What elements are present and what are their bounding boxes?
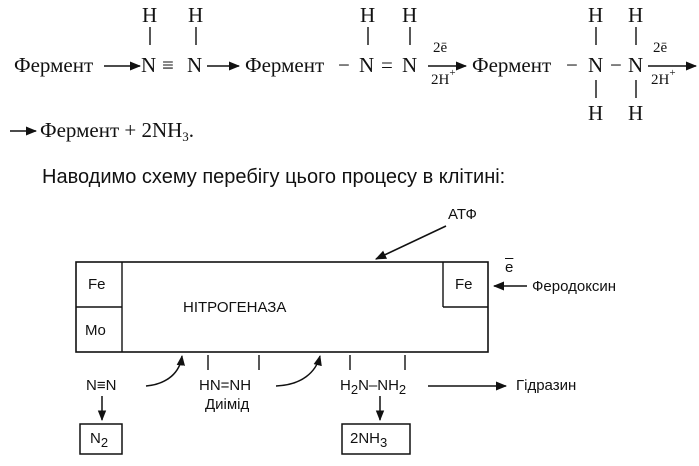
intro-text: Наводимо схему перебігу цього процесу в …: [42, 166, 506, 188]
dash-bond: −: [566, 53, 578, 77]
fe-left-label: Fe: [88, 276, 106, 293]
atp-arrow: [374, 225, 447, 260]
n-atom: N: [187, 53, 203, 77]
electrons-label: 2ē: [653, 40, 668, 56]
h-atom: H: [142, 3, 158, 27]
n-atom: N: [402, 53, 418, 77]
dash-bond: −: [610, 53, 622, 77]
nh3-box: [341, 423, 411, 455]
protons-label: 2H+: [651, 67, 676, 88]
electron-label: e: [505, 259, 514, 276]
hydrazine-name: Гідразин: [516, 377, 577, 394]
hydrazine-formula: H2N–NH2: [340, 377, 407, 397]
enzyme-name: НІТРОГЕНАЗА: [183, 299, 287, 316]
h-atom: H: [360, 3, 376, 27]
mo-label: Mo: [85, 322, 106, 339]
nh3-product: 2NH3: [350, 430, 388, 450]
curved-arrow-1: [145, 354, 185, 387]
n2-formula: N≡N: [86, 377, 117, 394]
enzyme-label: Фермент: [245, 53, 325, 77]
n-atom: N: [359, 53, 375, 77]
enzyme-label: Фермент: [14, 53, 94, 77]
diimide-name: Диімід: [205, 396, 250, 413]
h-atom: H: [588, 101, 604, 125]
protons-label: 2H+: [431, 67, 456, 88]
enzyme-label: Фермент: [472, 53, 552, 77]
h-atom: H: [628, 101, 644, 125]
atp-label: АТФ: [448, 206, 477, 223]
h-atom: H: [402, 3, 418, 27]
diimide-formula: HN=NH: [199, 377, 252, 394]
continuation-line: Фермент + 2NH3.: [40, 118, 195, 144]
n-atom: N: [628, 53, 644, 77]
double-bond: =: [381, 53, 393, 77]
electrons-label: 2ē: [433, 40, 448, 56]
n-atom: N: [141, 53, 157, 77]
n2-product: N2: [90, 430, 109, 450]
n2-box: [79, 423, 123, 455]
h-atom: H: [628, 3, 644, 27]
curved-arrow-2: [275, 354, 322, 387]
fe-right-label: Fe: [455, 276, 473, 293]
h-atom: H: [588, 3, 604, 27]
ferredoxin-label: Феродоксин: [532, 278, 617, 295]
triple-bond: ≡: [162, 53, 174, 77]
h-atom: H: [188, 3, 204, 27]
n-atom: N: [588, 53, 604, 77]
dash-bond: −: [338, 53, 350, 77]
